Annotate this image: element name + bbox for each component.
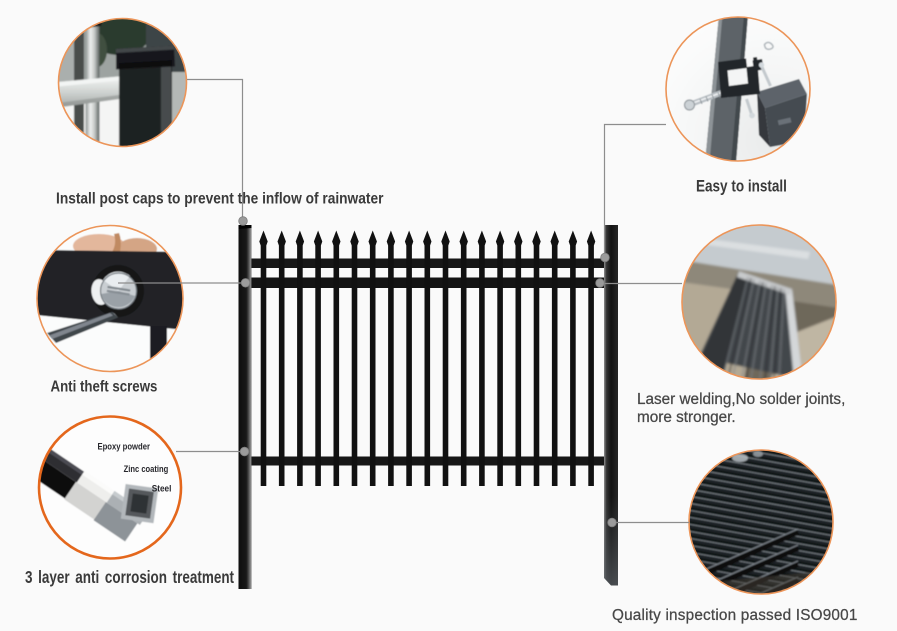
svg-text:more stronger.: more stronger. (637, 409, 736, 426)
svg-text:3 layer anti corrosion treatme: 3 layer anti corrosion treatment (25, 568, 234, 587)
svg-text:Steel: Steel (152, 483, 172, 494)
svg-text:Quality inspection passed ISO9: Quality inspection passed ISO9001 (612, 607, 858, 624)
svg-text:Anti theft screws: Anti theft screws (51, 378, 158, 395)
svg-text:Easy to install: Easy to install (696, 177, 787, 196)
svg-text:Epoxy powder: Epoxy powder (98, 441, 151, 452)
svg-text:Zinc coating: Zinc coating (124, 463, 169, 474)
svg-text:Install post caps to prevent t: Install post caps to prevent the inflow … (56, 190, 384, 207)
svg-text:Laser welding,No solder joints: Laser welding,No solder joints, (637, 391, 845, 408)
